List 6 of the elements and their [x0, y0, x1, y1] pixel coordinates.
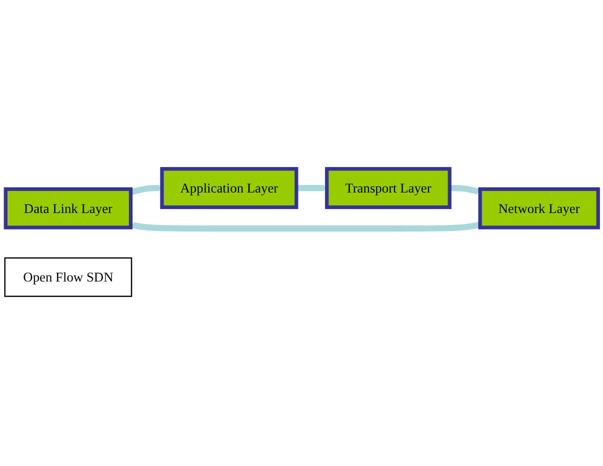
node-box: Application Layer [160, 167, 298, 210]
arrow [130, 222, 481, 232]
node-box: Open Flow SDN [4, 258, 132, 298]
node-box: Data Link Layer [4, 188, 133, 230]
node-box: Transport Layer [325, 167, 452, 210]
node-box: Network Layer [478, 188, 600, 230]
